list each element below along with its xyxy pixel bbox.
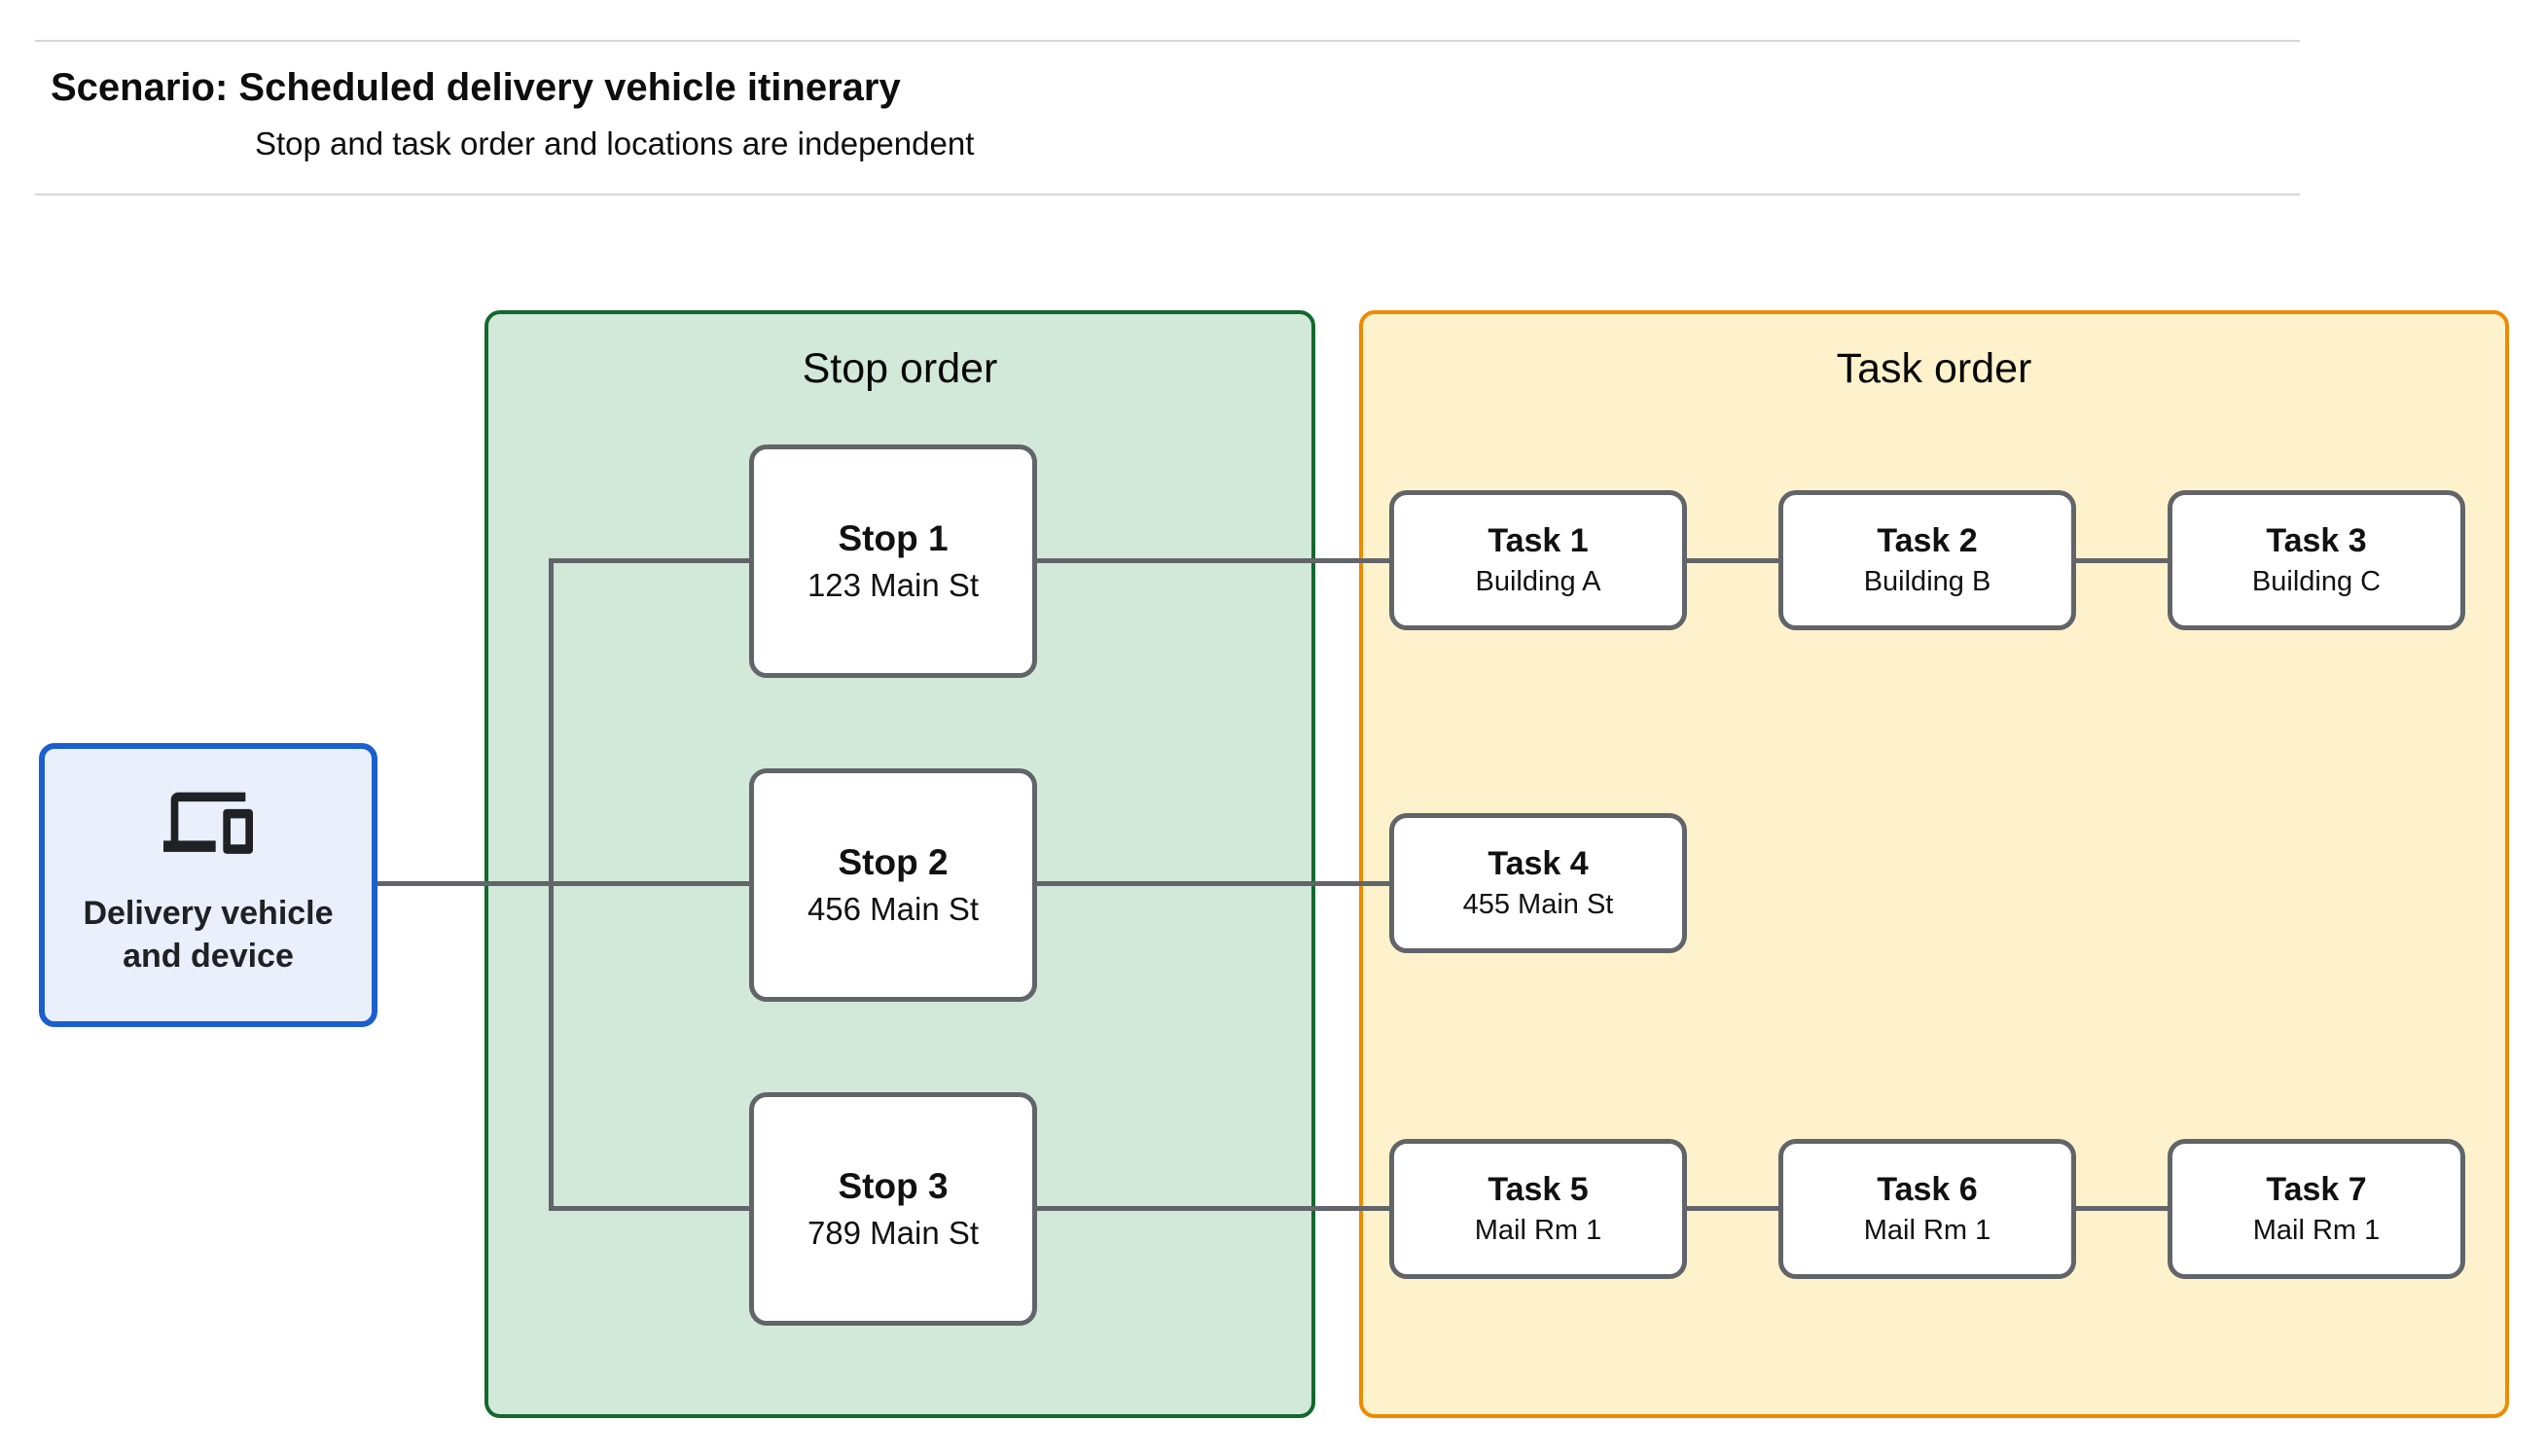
bottom-divider (35, 194, 2300, 195)
task-4-title: Task 4 (1488, 845, 1589, 882)
task-7-title: Task 7 (2266, 1171, 2367, 1208)
connector-vehicle-to-stops (376, 881, 751, 886)
connector-trunk-to-stop1 (549, 558, 751, 563)
task-1-node: Task 1 Building A (1389, 490, 1687, 630)
task-5-node: Task 5 Mail Rm 1 (1389, 1139, 1687, 1279)
task-4-node: Task 4 455 Main St (1389, 813, 1687, 953)
task-3-node: Task 3 Building C (2168, 490, 2465, 630)
task-7-node: Task 7 Mail Rm 1 (2168, 1139, 2465, 1279)
connector-task6-to-task7 (2074, 1206, 2169, 1211)
delivery-vehicle-node: Delivery vehicle and device (39, 743, 377, 1027)
task-2-node: Task 2 Building B (1778, 490, 2076, 630)
stop-2-address: 456 Main St (807, 891, 980, 927)
connector-stop2-to-task4 (1035, 881, 1391, 886)
connector-stops-trunk (549, 558, 554, 1211)
stop-2-title: Stop 2 (838, 842, 949, 882)
task-3-title: Task 3 (2266, 522, 2367, 559)
task-6-node: Task 6 Mail Rm 1 (1778, 1139, 2076, 1279)
task-3-location: Building C (2251, 566, 2382, 597)
task-7-location: Mail Rm 1 (2252, 1215, 2381, 1246)
connector-task5-to-task6 (1684, 1206, 1780, 1211)
task-1-title: Task 1 (1488, 522, 1589, 559)
task-order-panel-title: Task order (1836, 345, 2032, 392)
stop-2-node: Stop 2 456 Main St (749, 768, 1037, 1002)
page-title: Scenario: Scheduled delivery vehicle iti… (51, 66, 901, 109)
top-divider (35, 40, 2300, 42)
task-4-location: 455 Main St (1462, 889, 1614, 920)
connector-trunk-to-stop3 (549, 1206, 751, 1211)
task-2-location: Building B (1863, 566, 1991, 597)
task-2-title: Task 2 (1877, 522, 1978, 559)
stop-3-address: 789 Main St (807, 1215, 980, 1251)
stop-1-title: Stop 1 (838, 518, 949, 558)
stop-1-node: Stop 1 123 Main St (749, 444, 1037, 678)
delivery-vehicle-label: Delivery vehicle and device (83, 895, 334, 975)
stop-3-title: Stop 3 (838, 1166, 949, 1206)
task-6-location: Mail Rm 1 (1863, 1215, 1991, 1246)
stop-3-node: Stop 3 789 Main St (749, 1092, 1037, 1326)
stop-1-address: 123 Main St (807, 567, 980, 603)
connector-task1-to-task2 (1684, 558, 1780, 563)
connector-task2-to-task3 (2074, 558, 2169, 563)
task-1-location: Building A (1475, 566, 1601, 597)
devices-icon (163, 793, 253, 855)
stop-order-panel-title: Stop order (802, 345, 998, 392)
task-5-title: Task 5 (1488, 1171, 1589, 1208)
connector-stop1-to-task1 (1035, 558, 1391, 563)
task-6-title: Task 6 (1877, 1171, 1978, 1208)
task-5-location: Mail Rm 1 (1474, 1215, 1602, 1246)
connector-stop3-to-task5 (1035, 1206, 1391, 1211)
page-subtitle: Stop and task order and locations are in… (255, 125, 975, 161)
